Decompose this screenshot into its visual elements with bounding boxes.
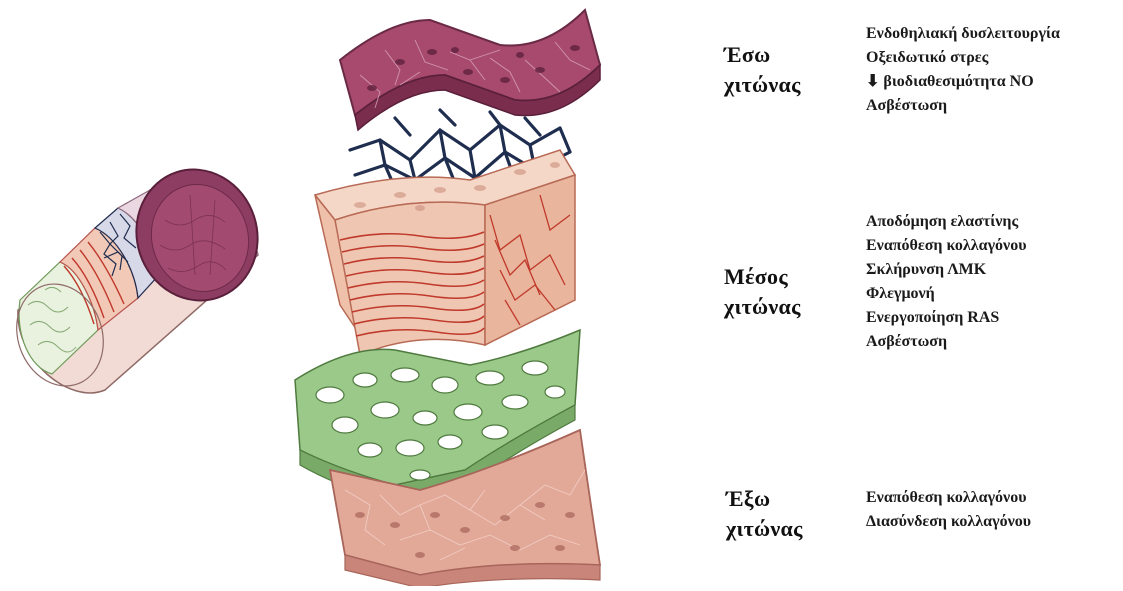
intima-title: Έσω χιτώνας [724, 40, 801, 100]
adventitia-title: Έξω χιτώνας [726, 484, 803, 544]
intima-effect-item: Ενδοθηλιακή δυσλειτουργία [866, 22, 1060, 46]
media-effects-list: Αποδόμηση ελαστίνης Εναπόθεση κολλαγόνου… [866, 210, 1027, 354]
media-title: Μέσος χιτώνας [724, 262, 801, 322]
media-title-line1: Μέσος [724, 262, 801, 292]
media-effect-item: Αποδόμηση ελαστίνης [866, 210, 1027, 234]
intima-effect-item: Ασβέστωση [866, 94, 1060, 118]
intima-effects-list: Ενδοθηλιακή δυσλειτουργία Οξειδωτικό στρ… [866, 22, 1060, 118]
intima-effect-item: Οξειδωτικό στρες [866, 46, 1060, 70]
adventitia-title-line1: Έξω [726, 484, 803, 514]
media-effect-item: Ασβέστωση [866, 330, 1027, 354]
intima-effect-item: ⬇ βιοδιαθεσιμότητα NO [866, 70, 1060, 94]
media-smooth-muscle-layer [315, 150, 575, 355]
vessel-tube-illustration [3, 154, 275, 399]
media-title-line2: χιτώνας [724, 292, 801, 322]
adventitia-effect-item: Διασύνδεση κολλαγόνου [866, 510, 1031, 534]
media-effect-item: Σκλήρυνση ΛΜΚ [866, 258, 1027, 282]
intima-title-line1: Έσω [724, 40, 801, 70]
intima-title-line2: χιτώνας [724, 70, 801, 100]
media-effect-item: Ενεργοποίηση RAS [866, 306, 1027, 330]
media-effect-item: Εναπόθεση κολλαγόνου [866, 234, 1027, 258]
adventitia-effect-item: Εναπόθεση κολλαγόνου [866, 486, 1031, 510]
adventitia-title-line2: χιτώνας [726, 514, 803, 544]
adventitia-effects-list: Εναπόθεση κολλαγόνου Διασύνδεση κολλαγόν… [866, 486, 1031, 534]
media-effect-item: Φλεγμονή [866, 282, 1027, 306]
intima-endothelium-layer [340, 10, 600, 130]
